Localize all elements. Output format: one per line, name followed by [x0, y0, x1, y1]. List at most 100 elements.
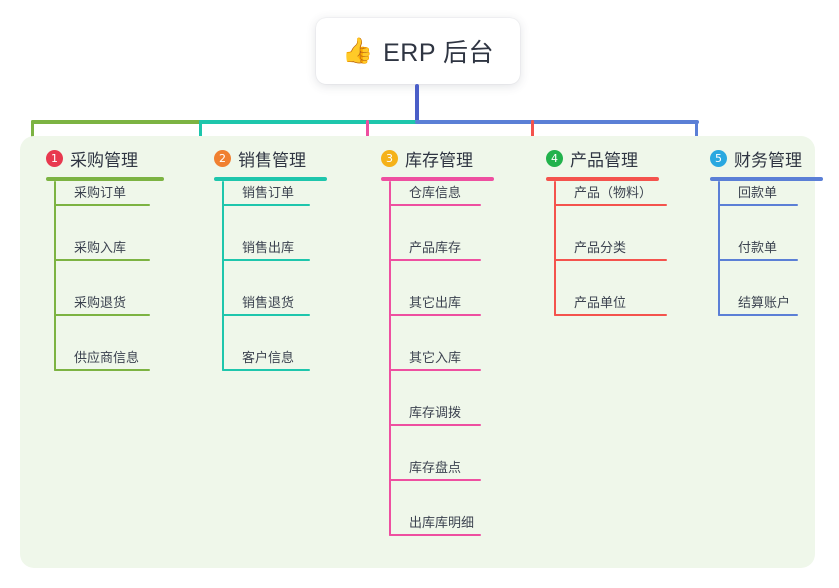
branch-title: 库存管理: [405, 150, 473, 170]
leaf-item[interactable]: 出库库明细: [389, 506, 481, 536]
leaf-item-label: 供应商信息: [74, 350, 140, 365]
leaf-item-rule: [389, 204, 481, 206]
branch-column-5: 5 财务管理回款单付款单结算账户: [692, 146, 823, 316]
branch-column-2: 2 销售管理销售订单销售出库销售退货客户信息: [196, 146, 327, 371]
leaf-item-rule: [389, 479, 481, 481]
leaf-item-label: 销售订单: [242, 185, 295, 200]
leaf-item-rule: [554, 259, 667, 261]
leaf-item[interactable]: 回款单: [718, 176, 798, 206]
branch-header-rule: [46, 177, 164, 181]
leaf-item-label: 客户信息: [242, 350, 295, 365]
leaf-item-rule: [718, 314, 798, 316]
leaf-item-rule: [389, 424, 481, 426]
leaf-item-rule: [54, 204, 150, 206]
leaf-item-rule: [389, 314, 481, 316]
leaf-item-label: 仓库信息: [409, 185, 462, 200]
branch-spine: [222, 181, 224, 371]
branch-header-rule: [214, 177, 327, 181]
root-node[interactable]: 👍 ERP 后台: [316, 18, 520, 84]
leaf-item-label: 销售退货: [242, 295, 295, 310]
leaf-item[interactable]: 采购订单: [54, 176, 150, 206]
leaf-item-rule: [222, 204, 310, 206]
branch-header-rule: [546, 177, 659, 181]
branch-title: 销售管理: [238, 150, 306, 170]
branch-column-3: 3 库存管理仓库信息产品库存其它出库其它入库库存调拨库存盘点出库库明细: [363, 146, 494, 536]
leaf-item-label: 付款单: [738, 240, 778, 255]
leaf-item-rule: [554, 204, 667, 206]
branch-header-rule: [710, 177, 823, 181]
leaf-item-rule: [222, 369, 310, 371]
leaf-item-label: 产品（物料）: [574, 185, 653, 200]
branch-header-rule: [381, 177, 494, 181]
root-stem: [415, 84, 419, 124]
leaf-item-rule: [389, 369, 481, 371]
leaf-item[interactable]: 采购入库: [54, 231, 150, 261]
leaf-item-label: 结算账户: [738, 295, 791, 310]
branch-header-3[interactable]: 3 库存管理: [363, 146, 473, 170]
leaf-item-label: 回款单: [738, 185, 778, 200]
trunk-segment-1: [31, 120, 203, 124]
leaf-item[interactable]: 产品单位: [554, 286, 667, 316]
trunk-segment-3: [415, 120, 699, 124]
leaf-item-label: 产品分类: [574, 240, 627, 255]
leaf-item-label: 采购入库: [74, 240, 127, 255]
branch-column-1: 1 采购管理采购订单采购入库采购退货供应商信息: [28, 146, 164, 371]
branch-number-badge: 4: [546, 149, 563, 167]
leaf-item[interactable]: 销售退货: [222, 286, 310, 316]
leaf-item[interactable]: 采购退货: [54, 286, 150, 316]
branch-number-badge: 2: [214, 149, 231, 167]
leaf-item-label: 其它入库: [409, 350, 462, 365]
branch-number-badge: 5: [710, 149, 727, 167]
branch-spine: [718, 181, 720, 316]
branch-spine: [389, 181, 391, 536]
branch-spine: [54, 181, 56, 371]
leaf-item[interactable]: 其它出库: [389, 286, 481, 316]
leaf-item[interactable]: 其它入库: [389, 341, 481, 371]
leaf-item-label: 出库库明细: [409, 515, 475, 530]
leaf-item[interactable]: 供应商信息: [54, 341, 150, 371]
leaf-item-rule: [54, 314, 150, 316]
leaf-item[interactable]: 产品（物料）: [554, 176, 667, 206]
leaf-item[interactable]: 产品分类: [554, 231, 667, 261]
leaf-item[interactable]: 产品库存: [389, 231, 481, 261]
branch-header-1[interactable]: 1 采购管理: [28, 146, 138, 170]
branch-title: 财务管理: [734, 150, 802, 170]
leaf-item-label: 库存盘点: [409, 460, 462, 475]
leaf-item-label: 采购订单: [74, 185, 127, 200]
leaf-item[interactable]: 客户信息: [222, 341, 310, 371]
leaf-item[interactable]: 销售出库: [222, 231, 310, 261]
leaf-item-label: 采购退货: [74, 295, 127, 310]
leaf-item[interactable]: 销售订单: [222, 176, 310, 206]
leaf-item[interactable]: 库存调拨: [389, 396, 481, 426]
leaf-item[interactable]: 库存盘点: [389, 451, 481, 481]
leaf-item-rule: [554, 314, 667, 316]
leaf-item-rule: [718, 204, 798, 206]
branch-header-2[interactable]: 2 销售管理: [196, 146, 306, 170]
branch-title: 产品管理: [570, 150, 638, 170]
leaf-item-label: 产品库存: [409, 240, 462, 255]
branch-spine: [554, 181, 556, 316]
branch-number-badge: 1: [46, 149, 63, 167]
leaf-item-label: 库存调拨: [409, 405, 462, 420]
leaf-item[interactable]: 付款单: [718, 231, 798, 261]
branch-header-5[interactable]: 5 财务管理: [692, 146, 802, 170]
leaf-item[interactable]: 结算账户: [718, 286, 798, 316]
trunk-segment-2: [199, 120, 419, 124]
branch-title: 采购管理: [70, 150, 138, 170]
leaf-item-rule: [54, 369, 150, 371]
thumbs-up-icon: 👍: [341, 36, 374, 65]
branch-header-4[interactable]: 4 产品管理: [528, 146, 638, 170]
leaf-item[interactable]: 仓库信息: [389, 176, 481, 206]
branch-number-badge: 3: [381, 149, 398, 167]
leaf-item-rule: [389, 259, 481, 261]
branches-panel: [20, 136, 815, 568]
leaf-item-rule: [222, 259, 310, 261]
leaf-item-rule: [54, 259, 150, 261]
branch-column-4: 4 产品管理产品（物料） 产品分类产品单位: [528, 146, 667, 316]
leaf-item-rule: [222, 314, 310, 316]
leaf-item-label: 产品单位: [574, 295, 627, 310]
leaf-item-rule: [718, 259, 798, 261]
root-title: ERP 后台: [383, 39, 495, 67]
leaf-item-label: 销售出库: [242, 240, 295, 255]
